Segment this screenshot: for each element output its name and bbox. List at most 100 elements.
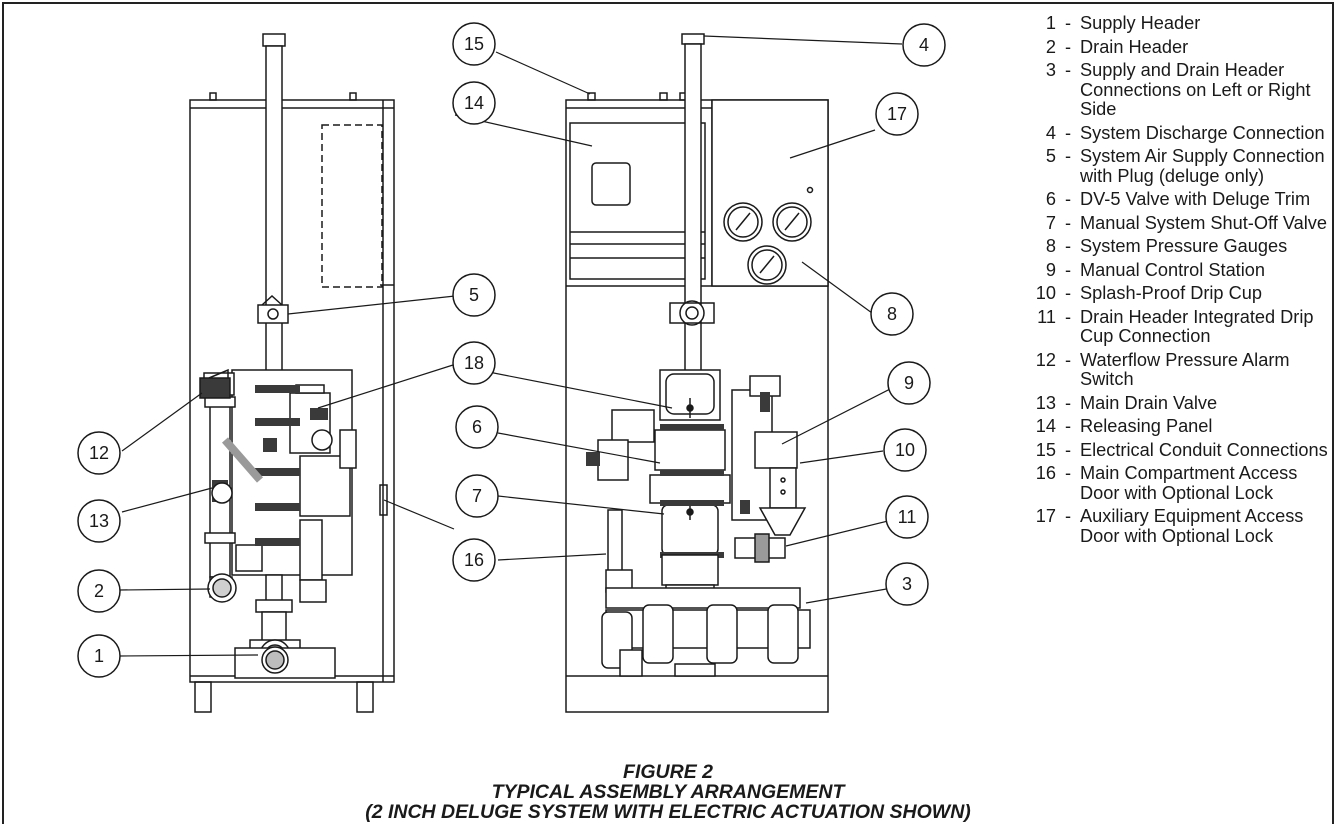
legend-number: 9: [1045, 259, 1056, 280]
callout-6: [455, 405, 499, 449]
legend-item: 14-Releasing Panel: [1012, 416, 1334, 437]
legend-item: 10-Splash-Proof Drip Cup: [1012, 283, 1334, 304]
callout-label-12: 12: [89, 443, 109, 463]
callout-label-8: 8: [887, 304, 897, 324]
legend-separator: -: [1064, 349, 1072, 370]
legend-text: Supply and Drain Header Connections on L…: [1080, 60, 1311, 119]
legend-item: 8-System Pressure Gauges: [1012, 236, 1334, 257]
callout-2: [77, 569, 121, 613]
legend-number: 12: [1035, 349, 1056, 370]
legend-separator: -: [1064, 416, 1072, 436]
callout-label-7: 7: [472, 486, 482, 506]
legend-number: 15: [1035, 439, 1056, 460]
legend-item: 15-Electrical Conduit Connections: [1012, 439, 1334, 461]
legend-separator: -: [1064, 506, 1072, 526]
legend-number: 5: [1045, 146, 1056, 166]
callout-label-3: 3: [902, 574, 912, 594]
callout-label-10: 10: [895, 440, 915, 460]
callout-3: [885, 562, 929, 606]
legend-item: 6-DV-5 Valve with Deluge Trim: [1012, 189, 1334, 210]
legend-item: 12-Waterflow Pressure Alarm Switch: [1012, 349, 1334, 390]
legend-item: 17-Auxiliary Equipment Access Door with …: [1012, 506, 1334, 546]
callout-1: [77, 634, 121, 678]
legend-text: Main Drain Valve: [1080, 392, 1218, 413]
legend-separator: -: [1064, 212, 1072, 233]
legend-separator: -: [1064, 122, 1072, 143]
front-view: [565, 33, 829, 713]
callout-8: [870, 292, 914, 336]
legend-number: 6: [1045, 189, 1056, 209]
legend-text: Manual Control Station: [1080, 259, 1266, 280]
legend-separator: -: [1064, 306, 1072, 327]
callout-7: [455, 474, 499, 518]
callout-label-9: 9: [904, 373, 914, 393]
callout-label-15: 15: [464, 34, 484, 54]
figure-number: FIGURE 2: [623, 761, 713, 783]
legend-number: 3: [1045, 60, 1056, 80]
legend-item: 9-Manual Control Station: [1012, 259, 1334, 281]
callout-18: [452, 341, 496, 385]
callout-4: [902, 23, 946, 67]
legend-number: 17: [1035, 506, 1056, 526]
legend-separator: -: [1064, 283, 1072, 303]
callout-labels: 1 2 3 4 5 6 7 8 9 10 11 12 13 14 15 16 1…: [89, 34, 929, 666]
legend-text: Electrical Conduit Connections: [1080, 439, 1328, 460]
legend-item: 2-Drain Header: [1012, 36, 1334, 58]
callout-13: [77, 499, 121, 543]
legend-separator: -: [1064, 60, 1072, 80]
legend-item: 13-Main Drain Valve: [1012, 392, 1334, 414]
callout-label-16: 16: [464, 550, 484, 570]
left-side-view: [189, 33, 395, 713]
legend-separator: -: [1064, 36, 1072, 57]
callout-16: [452, 538, 496, 582]
callout-12: [77, 431, 121, 475]
callout-label-1: 1: [94, 646, 104, 666]
legend-text: Auxiliary Equipment Access Door with Opt…: [1080, 506, 1304, 546]
callout-label-4: 4: [919, 35, 929, 55]
legend-item: 7-Manual System Shut-Off Valve: [1012, 212, 1334, 234]
legend-number: 7: [1045, 212, 1056, 233]
legend-item: 5-System Air Supply Connection with Plug…: [1012, 146, 1334, 186]
legend-text: Supply Header: [1080, 13, 1201, 33]
callout-label-6: 6: [472, 417, 482, 437]
legend-separator: -: [1064, 259, 1072, 280]
legend-number: 11: [1037, 306, 1056, 327]
legend-number: 10: [1035, 283, 1056, 303]
legend-text: System Pressure Gauges: [1080, 236, 1288, 256]
legend-text: Releasing Panel: [1080, 416, 1213, 436]
legend-number: 4: [1045, 122, 1056, 143]
legend-text: Main Compartment Access Door with Option…: [1080, 463, 1298, 503]
callout-label-11: 11: [898, 507, 917, 527]
legend-item: 11-Drain Header Integrated Drip Cup Conn…: [1012, 306, 1334, 347]
legend-text: System Air Supply Connection with Plug (…: [1080, 146, 1325, 186]
legend-number: 8: [1045, 236, 1056, 256]
pressure-gauges: [723, 202, 812, 285]
legend-text: Manual System Shut-Off Valve: [1080, 212, 1327, 233]
legend-text: Drain Header: [1080, 36, 1189, 57]
callout-15: [452, 22, 496, 66]
callout-9: [887, 361, 931, 405]
figure-title: TYPICAL ASSEMBLY ARRANGEMENT: [491, 781, 845, 803]
legend-separator: -: [1064, 463, 1072, 483]
callout-label-18: 18: [464, 353, 484, 373]
callout-label-13: 13: [89, 511, 109, 531]
callout-17: [875, 92, 919, 136]
callout-10: [883, 428, 927, 472]
legend-item: 3-Supply and Drain Header Connections on…: [1012, 60, 1334, 120]
legend-item: 4-System Discharge Connection: [1012, 122, 1334, 144]
callout-5: [452, 273, 496, 317]
legend-number: 2: [1045, 36, 1056, 57]
legend-text: Drain Header Integrated Drip Cup Connect…: [1080, 306, 1314, 346]
legend-text: Waterflow Pressure Alarm Switch: [1080, 349, 1290, 389]
callout-11: [885, 495, 929, 539]
legend-number: 1: [1045, 13, 1056, 33]
callout-label-5: 5: [469, 285, 479, 305]
legend-separator: -: [1064, 13, 1072, 33]
legend-text: DV-5 Valve with Deluge Trim: [1080, 189, 1311, 209]
legend-separator: -: [1064, 392, 1072, 413]
legend-text: Splash-Proof Drip Cup: [1080, 283, 1262, 303]
legend-item: 1-Supply Header: [1012, 13, 1334, 34]
